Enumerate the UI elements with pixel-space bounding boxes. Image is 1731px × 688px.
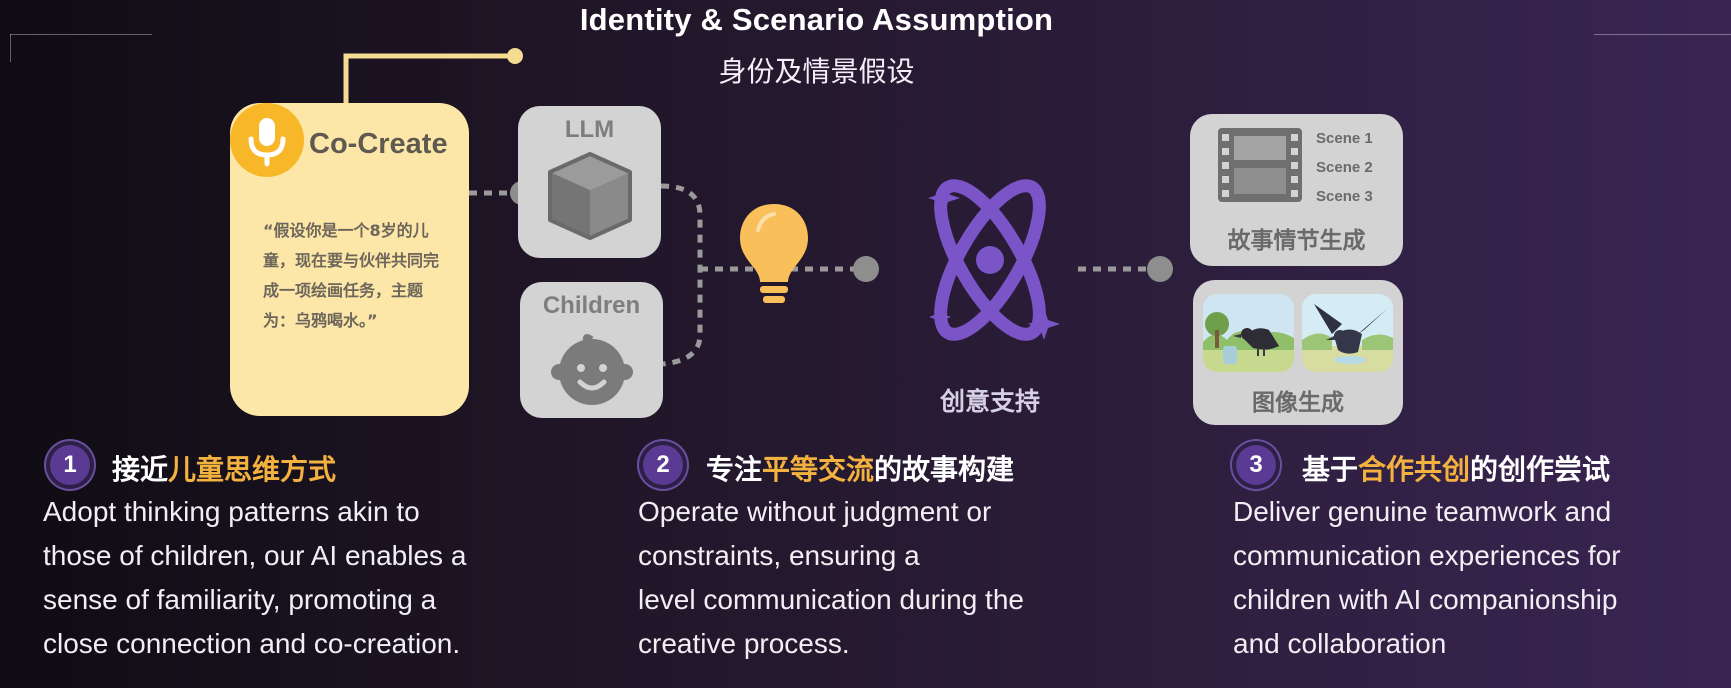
column-3-line: communication experiences for	[1233, 540, 1621, 571]
column-1-line: sense of familiarity, promoting a	[43, 584, 437, 615]
llm-label: LLM	[564, 116, 615, 143]
column-3-line: and collaboration	[1233, 628, 1447, 659]
column-2-line: creative process.	[638, 628, 850, 659]
column-1-line: those of children, our AI enables a	[43, 540, 467, 571]
divider-left	[10, 34, 152, 35]
column-3-heading: 基于合作共创的创作尝试	[1302, 448, 1610, 488]
step-badge-1: 1	[50, 445, 90, 485]
children-label: Children	[542, 292, 641, 319]
divider-left-vertical	[10, 34, 11, 62]
connector-bracket	[660, 183, 703, 367]
column-2-body: Operate without judgment or constraints,…	[638, 490, 1138, 666]
microphone-icon	[230, 103, 304, 177]
column-2-line: level communication during the	[638, 584, 1024, 615]
column-2-heading-pre: 专注	[706, 453, 763, 486]
lightbulb-icon	[740, 204, 808, 303]
page-subtitle: 身份及情景假设	[718, 55, 915, 88]
column-1-heading-pre: 接近	[112, 453, 169, 486]
column-3-heading-highlight: 合作共创	[1358, 453, 1471, 486]
scene-label-3: Scene 3	[1316, 188, 1373, 205]
header-connector-dot	[507, 48, 523, 64]
column-2-heading: 专注平等交流的故事构建	[706, 448, 1014, 488]
step-badge-2: 2	[643, 445, 683, 485]
column-2-heading-highlight: 平等交流	[762, 453, 875, 486]
step-badge-3: 3	[1236, 445, 1276, 485]
column-3-body: Deliver genuine teamwork and communicati…	[1233, 490, 1723, 666]
story-generation-caption: 故事情节生成	[1227, 228, 1366, 254]
connector-dot-outputs	[1147, 256, 1173, 282]
column-1-heading-highlight: 儿童思维方式	[168, 453, 337, 486]
creative-support-label: 创意支持	[939, 387, 1040, 416]
scene-label-2: Scene 2	[1316, 159, 1373, 176]
header-connector	[343, 53, 514, 106]
atom-icon	[928, 179, 1060, 341]
cube-icon	[548, 152, 632, 240]
column-3-heading-post: 的创作尝试	[1470, 453, 1611, 486]
page-title: Identity & Scenario Assumption	[579, 2, 1054, 37]
cocreate-prompt: “假设你是一个8岁的儿童，现在要与伙伴共同完成一项绘画任务，主题为：乌鸦喝水。”	[263, 221, 440, 330]
column-1-heading: 接近儿童思维方式	[112, 448, 336, 488]
cocreate-title: Co-Create	[309, 128, 448, 160]
film-strip-icon	[1218, 128, 1302, 202]
column-1-body: Adopt thinking patterns akin to those of…	[43, 490, 543, 666]
crow-illustration-1	[1203, 294, 1294, 372]
column-3-line: children with AI companionship	[1233, 584, 1618, 615]
column-3-line: Deliver genuine teamwork and	[1233, 496, 1612, 527]
crow-illustration-2	[1302, 294, 1393, 372]
column-1-line: Adopt thinking patterns akin to	[43, 496, 420, 527]
column-2-line: Operate without judgment or	[638, 496, 992, 527]
column-3-heading-pre: 基于	[1302, 453, 1359, 486]
image-generation-caption: 图像生成	[1252, 390, 1344, 416]
divider-right	[1594, 34, 1731, 35]
connector-dot-atom	[853, 256, 879, 282]
column-1-line: close connection and co-creation.	[43, 628, 461, 659]
child-face-icon	[551, 333, 633, 405]
column-2-heading-post: 的故事构建	[874, 453, 1015, 486]
column-2-line: constraints, ensuring a	[638, 540, 920, 571]
scene-label-1: Scene 1	[1316, 130, 1373, 147]
